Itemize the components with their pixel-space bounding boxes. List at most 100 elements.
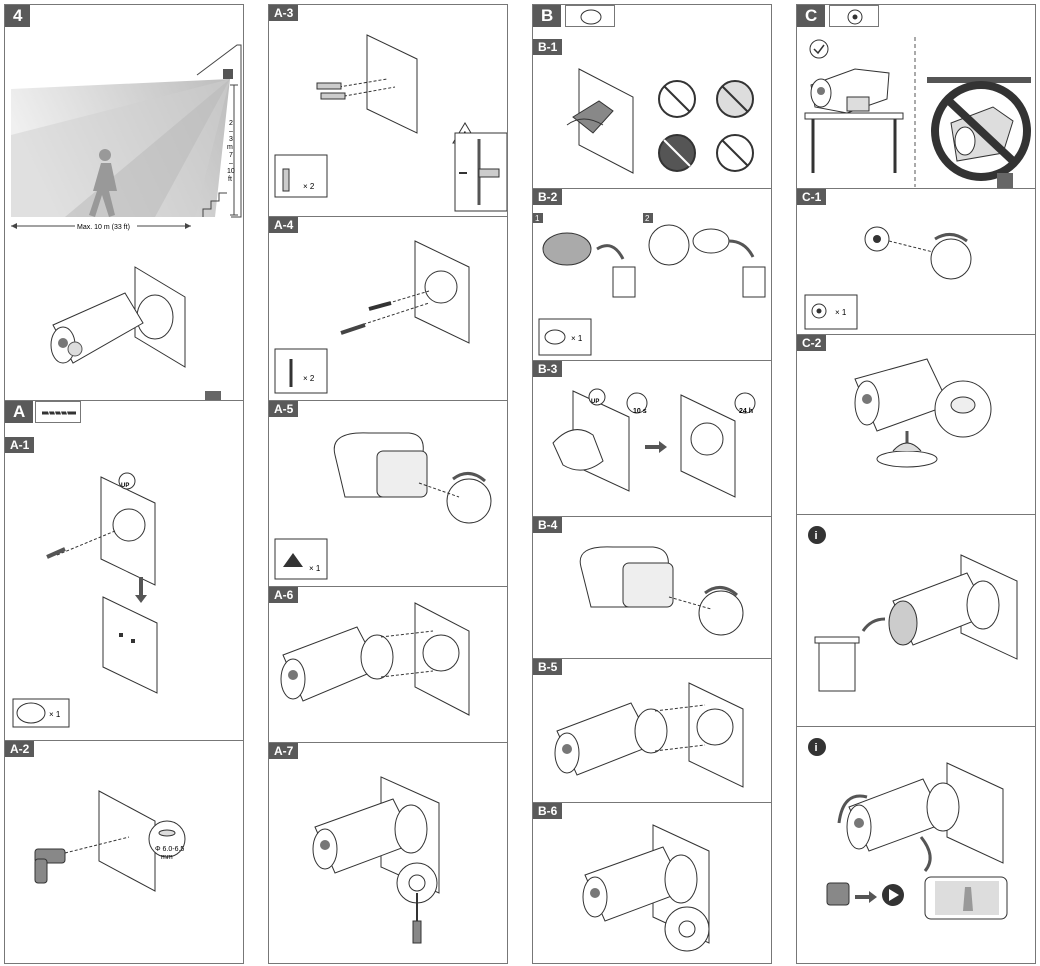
hands-icon	[552, 429, 604, 471]
attach-mount-illustration	[579, 546, 744, 636]
attach-magnet-illustration: × 1	[804, 226, 972, 330]
column-3: B B-1 B-2 1 2	[532, 4, 772, 964]
section-a4-label: A-4	[269, 217, 299, 233]
arrow-down-icon	[205, 391, 221, 400]
section-info-1: i	[797, 515, 1035, 727]
magnet-type-box	[829, 5, 879, 27]
up-label: UP	[121, 483, 129, 489]
mark-holes-illustration: UP × 1	[12, 472, 158, 728]
recycle-bin-icon	[742, 266, 766, 298]
height-text-2: –	[229, 128, 233, 135]
info-icon	[808, 526, 826, 544]
section-b-label: B	[533, 5, 562, 27]
section-a-header: A	[5, 401, 243, 423]
section-b-header: B	[533, 5, 771, 27]
clock-icon	[734, 392, 756, 414]
section-a1: A-1 UP × 1	[5, 437, 243, 741]
section-a-label: A	[5, 401, 34, 423]
attach-camera-illustration	[280, 602, 470, 716]
cloth-icon	[572, 100, 614, 134]
pencil-icon	[46, 547, 66, 559]
drill-size-label: Φ 6.0-6.5	[155, 846, 184, 853]
check-icon	[809, 39, 829, 59]
info-label: i	[815, 742, 818, 754]
section-c1: C-1 × 1	[797, 189, 1035, 335]
magnetic-mount-illustration	[854, 358, 992, 468]
drill-icon	[34, 848, 66, 884]
drill-unit-label: mm	[161, 854, 173, 861]
mounting-plate-icon	[16, 702, 46, 724]
person-icon	[89, 149, 117, 217]
max-distance-label: Max. 10 m (33 ft)	[77, 224, 130, 231]
section-4: 4 2 –	[5, 5, 243, 401]
section-a2: A-2 Φ 6.0-6.5 mm	[5, 741, 243, 965]
section-b5-label: B-5	[533, 659, 563, 675]
section-a5-label: A-5	[269, 401, 299, 417]
step-2-label: 2	[645, 214, 650, 223]
section-c2-label: C-2	[797, 335, 827, 351]
screw-type-box	[35, 401, 81, 423]
peel-liners-illustration: 1 2 × 1	[533, 213, 766, 356]
column-4: C	[796, 4, 1036, 964]
section-b6-label: B-6	[533, 803, 563, 819]
section-b4: B-4	[533, 517, 771, 659]
screws-illustration: × 2	[274, 240, 470, 394]
screwdriver-icon	[340, 323, 366, 335]
tighten-screw-illustration	[312, 776, 440, 944]
section-a3-label: A-3	[269, 5, 299, 21]
section-b1-label: B-1	[533, 39, 563, 55]
mount-plate-icon	[698, 590, 744, 636]
arrow-down-icon	[135, 577, 147, 603]
section-c1-label: C-1	[797, 189, 827, 205]
recycle-bin-icon	[612, 266, 636, 298]
time-24h-label: 24 h	[739, 408, 753, 415]
section-c2: C-2	[797, 335, 1035, 515]
anchor-icon	[282, 168, 290, 192]
clean-surface-illustration	[566, 68, 754, 174]
anchor-icon	[320, 92, 346, 100]
height-text-6: –	[229, 160, 233, 167]
placement-do-dont-illustration	[804, 37, 1031, 187]
section-b1: B-1	[533, 39, 771, 189]
section-c-label: C	[797, 5, 826, 27]
section-b2: B-2 1 2 × 1	[533, 189, 771, 361]
section-a1-label: A-1	[5, 437, 35, 453]
arrow-right-icon	[855, 891, 877, 903]
mount-plate-icon	[930, 238, 972, 280]
screw-icon	[42, 409, 76, 417]
magnetic-base-icon	[876, 450, 938, 468]
section-a7: A-7	[269, 743, 507, 965]
adhesive-type-box	[565, 5, 615, 27]
anchor-icon	[316, 82, 342, 90]
section-b4-label: B-4	[533, 517, 563, 533]
press-and-wait-illustration: UP 10 s 24 h	[552, 388, 756, 498]
info-label: i	[815, 530, 818, 542]
recycle-bin-icon	[818, 642, 856, 692]
mount-plate-icon	[446, 478, 492, 524]
height-text-3: 3	[229, 136, 233, 143]
section-a5: A-5 × 1	[269, 401, 507, 587]
no-wood-icon	[658, 134, 696, 172]
arrow-down-icon	[997, 173, 1013, 188]
attach-mount-illustration: × 1	[274, 432, 492, 580]
section-c-placement	[797, 27, 1035, 189]
remove-film-illustration: i	[808, 526, 1018, 692]
mounted-camera-illustration	[50, 266, 186, 368]
screw-icon	[408, 874, 426, 892]
qty-mount-label: × 1	[309, 564, 321, 573]
section-b5: B-5	[533, 659, 771, 803]
info-icon	[808, 738, 826, 756]
height-text-5: 7	[229, 152, 233, 159]
screwdriver-icon	[412, 920, 422, 944]
app-icon	[826, 882, 850, 906]
qty-pad-label: × 1	[571, 334, 583, 343]
screw-icon	[678, 920, 696, 938]
column-2: A-3 ! × 2 A-4	[268, 4, 508, 964]
camera-icon	[223, 69, 233, 79]
tighten-screw-illustration	[582, 824, 710, 952]
attach-camera-illustration	[554, 682, 744, 788]
height-text-4: m	[227, 144, 233, 151]
clock-icon	[626, 392, 648, 414]
magnet-icon	[847, 9, 863, 25]
no-wallpaper-icon	[658, 80, 696, 118]
